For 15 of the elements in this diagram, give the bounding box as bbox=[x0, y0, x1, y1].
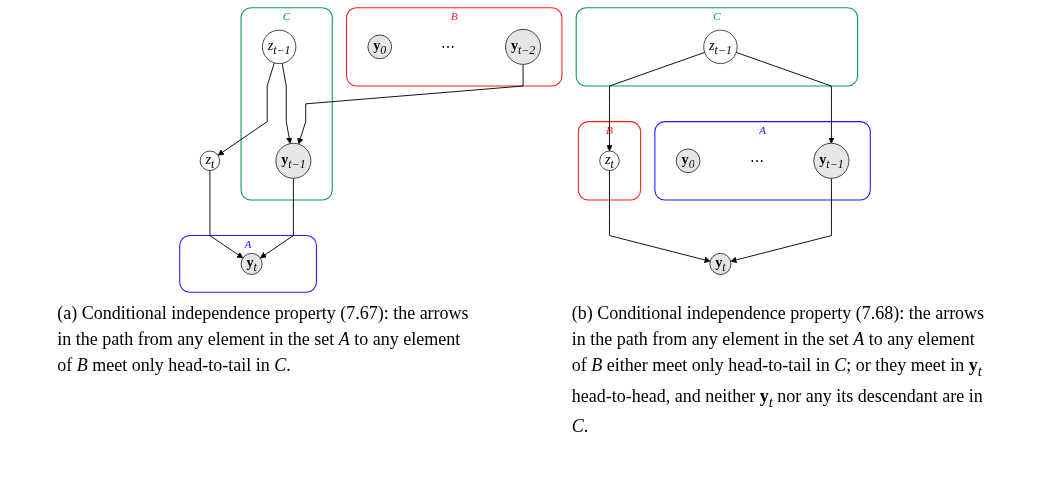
ellipsis-text: ⋯ bbox=[440, 39, 456, 55]
variable-node: y$_{t−2}$ bbox=[504, 29, 541, 65]
variable-node: y$_{t−1}$ bbox=[275, 142, 311, 179]
variable-node: z$_{t−1}$ bbox=[702, 29, 738, 64]
variable-node: y$_{t}$ bbox=[709, 253, 731, 275]
figure-caption: (b) Conditional independence property (7.68): the arrows in the path from any element in the set A to any element of B either meet only head-to-tail in C; or they meet in y$_{t}$ head-to-head, and neither y$_{t}$ nor any its descendant are in C. bbox=[571, 302, 986, 438]
variable-node: y$_{0}$ bbox=[675, 148, 700, 174]
variable-node: y$_{0}$ bbox=[367, 34, 392, 60]
variable-node: z$_{t}$ bbox=[199, 150, 220, 171]
variable-node: y$_{t}$ bbox=[240, 253, 263, 275]
variable-node: z$_{t−1}$ bbox=[261, 29, 296, 64]
ellipsis-text: ⋯ bbox=[749, 152, 764, 169]
variable-node: z$_{t}$ bbox=[598, 150, 620, 171]
figure-caption: (a) Conditional independence property (7.67): the arrows in the path from any element in the set A to any element of B meet only head-to-tail in C. bbox=[57, 302, 470, 378]
variable-node: y$_{t−1}$ bbox=[813, 142, 849, 179]
